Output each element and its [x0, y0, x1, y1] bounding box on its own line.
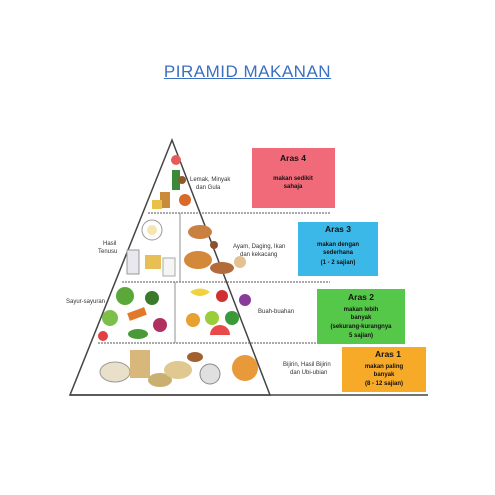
- aras2-desc-line1: makan lebih: [344, 307, 379, 313]
- aras3-box: Aras 3 makan dengan sederhana (1 - 2 saj…: [298, 222, 378, 276]
- aras4-box: Aras 4 makan sedikit sahaja: [252, 148, 335, 208]
- aras4-box-bg: [252, 148, 335, 208]
- aras1-desc-line1: makan paling: [365, 364, 404, 370]
- aras1-box-bg: [342, 347, 426, 392]
- aras2-food: Buah-buahan: [258, 309, 294, 315]
- aras3-food-line1: Ayam, Daging, Ikan: [233, 244, 285, 250]
- aras2-desc-line2: banyak: [351, 315, 372, 321]
- aras1-food-line1: Bijirin, Hasil Bijirin: [283, 362, 331, 368]
- aras4-desc-line2: sahaja: [284, 184, 303, 190]
- protein-illustration: [184, 225, 246, 274]
- fruits-illustration: [186, 288, 251, 335]
- aras1-food-line2: dan Ubi-ubian: [290, 370, 327, 376]
- fats-sugars-illustration: [152, 155, 191, 209]
- aras3-desc-line1: makan dengan: [317, 242, 359, 248]
- aras3-heading: Aras 3: [325, 224, 351, 234]
- page-title: PIRAMID MAKANAN: [163, 62, 332, 81]
- aras3-desc-line3: (1 - 2 sajian): [321, 260, 356, 266]
- aras1-desc-line2: banyak: [374, 372, 395, 378]
- vegetables-illustration: [98, 287, 167, 341]
- dairy-illustration: [126, 219, 176, 277]
- aras2-box: Aras 2 makan lebih banyak (sekurang-kura…: [317, 289, 405, 344]
- aras1-box: Aras 1 makan paling banyak (8 - 12 sajia…: [342, 347, 426, 392]
- aras4-heading: Aras 4: [280, 153, 306, 163]
- aras2-side: Sayur-sayuran: [66, 299, 105, 305]
- aras3-food-line2: dan kekacang: [240, 252, 277, 258]
- aras3-desc-line2: sederhana: [323, 250, 354, 256]
- aras2-desc-line3: (sekurang-kurangnya: [330, 324, 392, 330]
- aras4-desc-line1: makan sedikit: [273, 176, 313, 182]
- aras2-heading: Aras 2: [348, 292, 374, 302]
- aras1-desc-line3: (8 - 12 sajian): [365, 381, 403, 387]
- aras3-side-line1: Hasil: [103, 241, 116, 247]
- aras1-heading: Aras 1: [375, 349, 401, 359]
- aras4-food-line1: Lemak, Minyak: [190, 177, 231, 183]
- grains-illustration: [99, 350, 258, 387]
- aras3-side-line2: Tenusu: [98, 249, 117, 255]
- aras2-desc-line4: 5 sajian): [349, 333, 373, 339]
- aras3-box-bg: [298, 222, 378, 276]
- aras2-box-bg: [317, 289, 405, 344]
- aras4-food-line2: dan Gula: [196, 185, 221, 191]
